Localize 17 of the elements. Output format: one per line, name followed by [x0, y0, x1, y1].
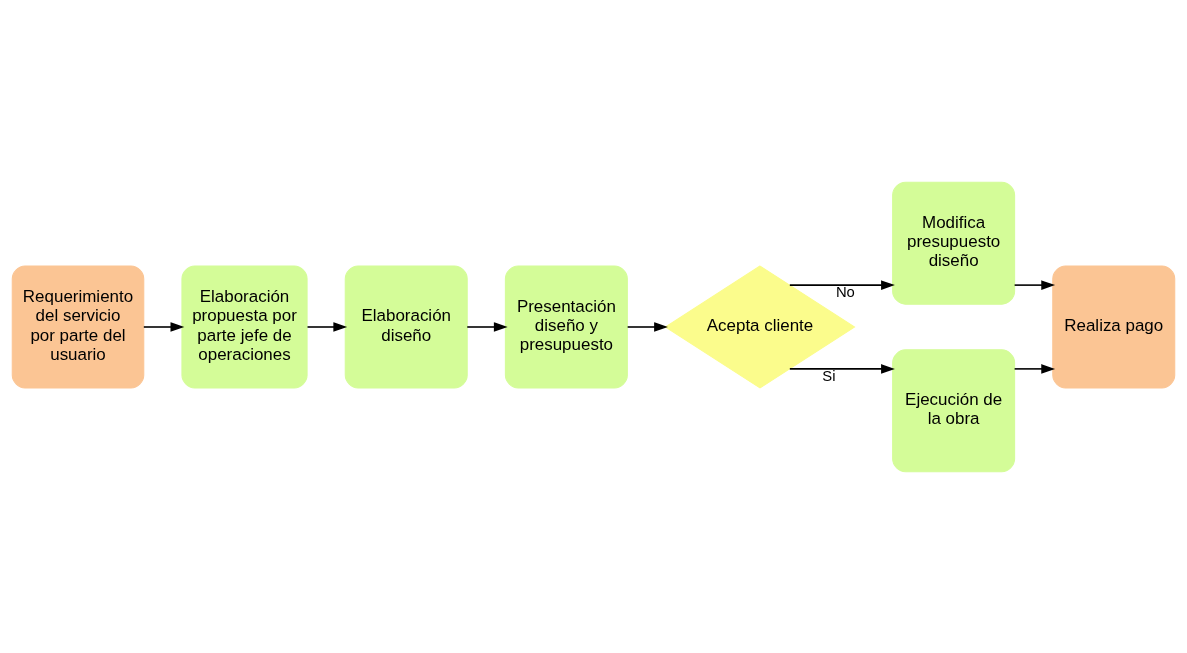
- edge-label: Si: [822, 367, 836, 384]
- arrow: [466, 321, 508, 332]
- node-box: Presentación diseño y presupuesto: [504, 265, 628, 388]
- arrow: [143, 321, 185, 332]
- arrow: [789, 363, 895, 374]
- node-box: Realiza pago: [1052, 265, 1176, 388]
- edge-label: No: [835, 283, 855, 300]
- arrow: [306, 321, 348, 332]
- arrow: [1013, 279, 1056, 290]
- node-box: Requerimiento del servicio por parte del usuario: [11, 265, 145, 388]
- node-box: Modifica presupuesto diseño: [892, 181, 1016, 305]
- node-box: Ejecución de la obra: [892, 348, 1016, 472]
- node-box: Elaboración propuesta por parte jefe de operaciones: [181, 265, 308, 388]
- arrow: [1013, 363, 1056, 374]
- arrow: [789, 279, 895, 290]
- node-box: Elaboración diseño: [344, 265, 468, 388]
- arrow: [626, 321, 668, 332]
